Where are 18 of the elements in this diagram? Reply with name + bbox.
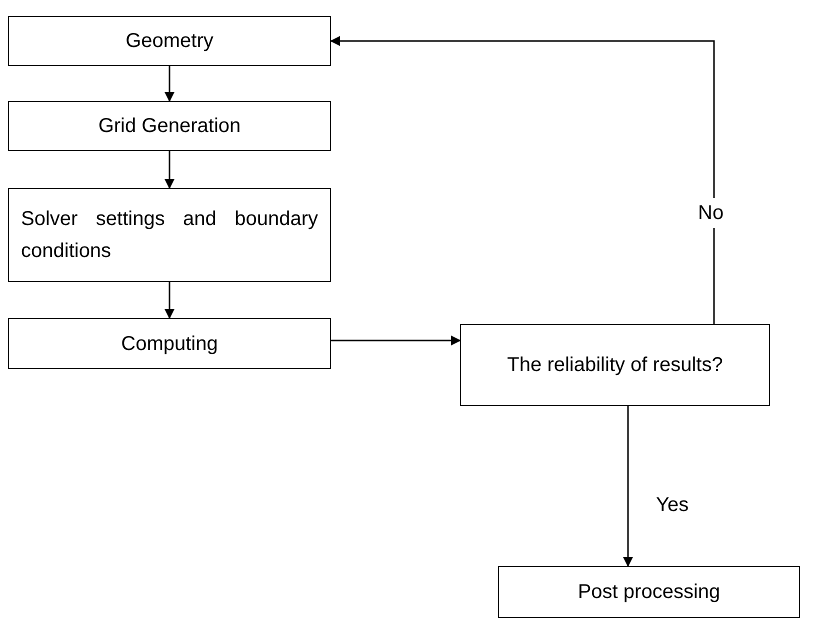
process-box	[498, 566, 800, 618]
box-label: Geometry	[126, 29, 214, 54]
box-label: Grid Generation	[98, 114, 241, 139]
arrow	[330, 36, 715, 324]
arrow	[164, 151, 174, 189]
arrow	[164, 66, 174, 102]
process-box	[8, 101, 331, 151]
arrow	[623, 406, 633, 567]
box-label: Post processing	[578, 580, 720, 605]
box-label: Solver settings and boundary conditions	[21, 207, 318, 264]
process-box	[8, 318, 331, 369]
process-box	[8, 16, 331, 66]
arrow	[331, 336, 461, 346]
process-box	[460, 324, 770, 406]
box-label: Computing	[121, 332, 218, 356]
box-label: The reliability of results?	[507, 353, 723, 378]
arrow	[164, 282, 174, 319]
process-box	[8, 188, 331, 282]
